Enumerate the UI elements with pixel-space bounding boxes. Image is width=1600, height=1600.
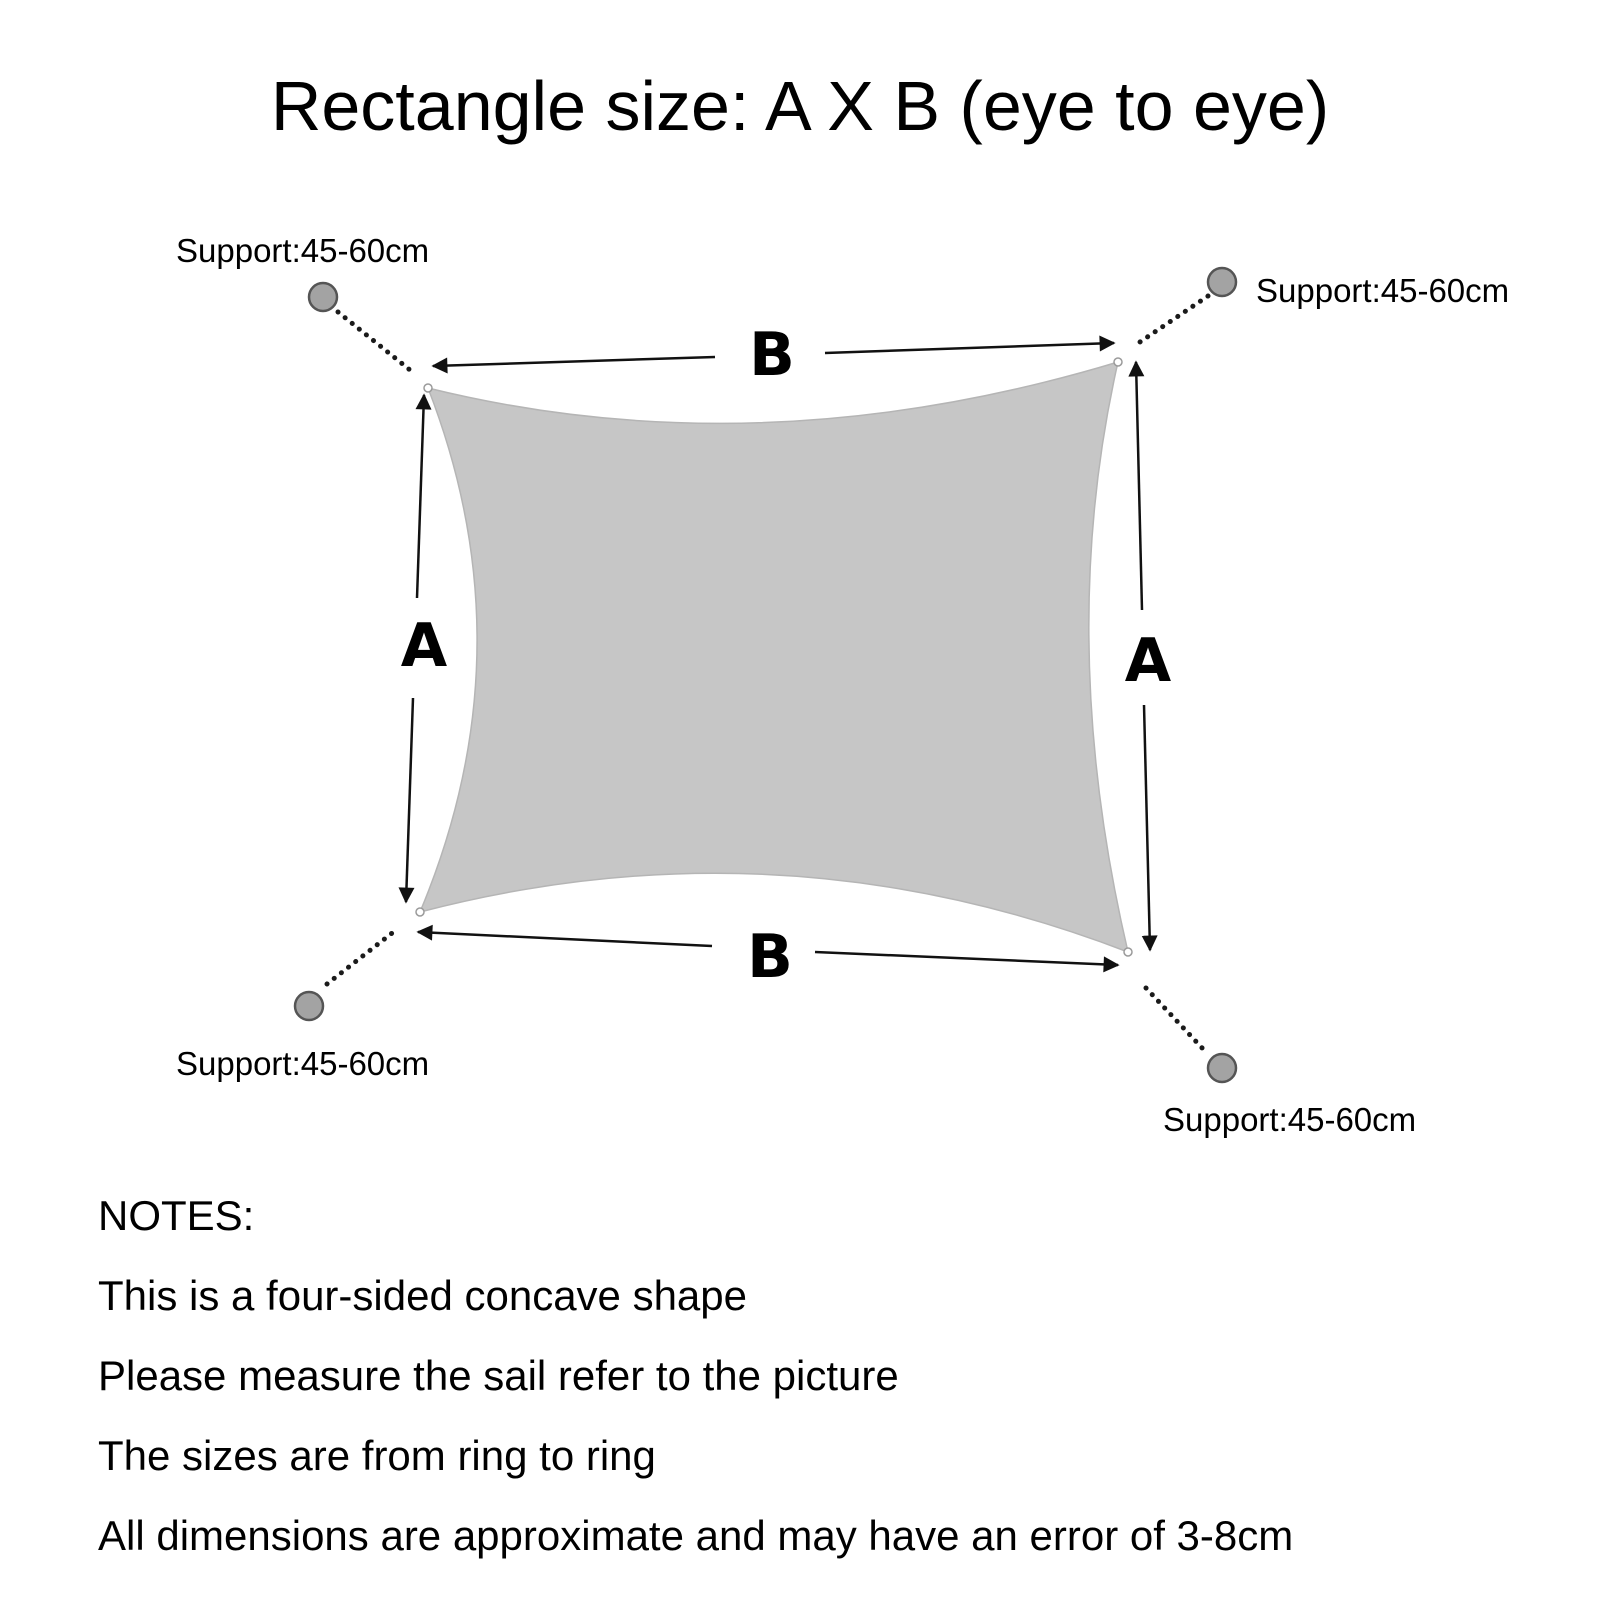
notes-section: NOTES: This is a four-sided concave shap…	[98, 1190, 1578, 1590]
dimension-label-right: A	[1125, 626, 1172, 696]
support-label-bottom-left: Support:45-60cm	[176, 1045, 429, 1082]
dimension-arrows	[398, 335, 1158, 973]
arrow-left-upper-half	[415, 393, 432, 599]
ring-top-left	[423, 383, 433, 393]
support-label-top-right: Support:45-60cm	[1256, 272, 1509, 309]
cable-bottom-right	[1143, 985, 1207, 1053]
cable-bottom-left	[324, 927, 399, 987]
post-top-left	[307, 281, 339, 313]
arrow-top-left-half	[431, 355, 716, 374]
ring-top-right	[1113, 357, 1123, 367]
arrow-top-right-half	[824, 335, 1116, 355]
ring-bottom-right	[1123, 947, 1133, 957]
note-line: Please measure the sail refer to the pic…	[98, 1352, 899, 1399]
sail-shape	[418, 360, 1130, 954]
arrow-right-lower-half	[1141, 704, 1158, 952]
notes-heading: NOTES:	[98, 1192, 255, 1239]
note-line: The sizes are from ring to ring	[98, 1432, 656, 1479]
arrow-bottom-right-half	[814, 950, 1120, 973]
post-top-right	[1206, 266, 1238, 298]
post-bottom-right	[1206, 1052, 1238, 1084]
dimension-label-top: B	[749, 320, 795, 390]
support-label-bottom-right: Support:45-60cm	[1163, 1101, 1416, 1138]
dimension-label-bottom: B	[747, 922, 793, 992]
note-line: All dimensions are approximate and may h…	[98, 1512, 1294, 1559]
arrow-bottom-left-half	[416, 924, 713, 948]
arrow-right-upper-half	[1128, 360, 1145, 611]
arrow-left-lower-half	[398, 697, 415, 904]
page-title: Rectangle size: A X B (eye to eye)	[270, 67, 1330, 145]
post-bottom-left	[293, 990, 325, 1022]
cable-top-right	[1131, 293, 1211, 349]
cable-top-left	[335, 309, 413, 373]
tension-cables	[324, 293, 1211, 1053]
corner-rings	[415, 357, 1133, 957]
note-line: This is a four-sided concave shape	[98, 1272, 748, 1319]
support-posts	[293, 266, 1238, 1084]
support-label-top-left: Support:45-60cm	[176, 232, 429, 269]
ring-bottom-left	[415, 907, 425, 917]
dimension-label-left: A	[401, 611, 448, 681]
